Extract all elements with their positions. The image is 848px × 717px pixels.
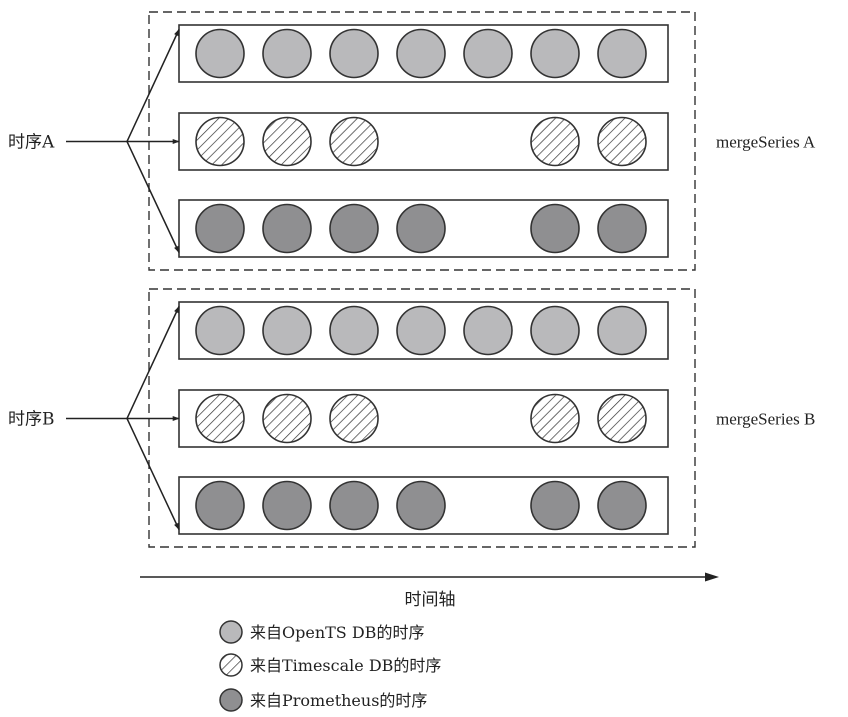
data-point-opents: [262, 305, 312, 356]
legend-label: 来自Prometheus的时序: [250, 691, 427, 710]
data-point-timescale: [597, 116, 647, 167]
data-point-opents: [597, 305, 647, 356]
data-point-prometheus: [329, 480, 379, 531]
data-point-prometheus: [262, 203, 312, 254]
data-point-prometheus: [195, 480, 245, 531]
data-point-timescale: [597, 393, 647, 444]
branch-arrow: [126, 28, 180, 142]
data-point-prometheus: [530, 203, 580, 254]
series-row-prometheus: [178, 199, 669, 258]
series-group: 时序B mergeSeries B: [8, 288, 815, 548]
source-series-label: 时序B: [8, 410, 55, 430]
data-point-opents: [463, 305, 513, 356]
data-point-opents: [329, 305, 379, 356]
series-row-prometheus: [178, 476, 669, 535]
data-point-opents: [396, 305, 446, 356]
data-point-timescale: [530, 393, 580, 444]
series-row-box: [178, 389, 669, 448]
data-point-prometheus: [195, 203, 245, 254]
legend-item-opents: 来自OpenTS DB的时序: [219, 620, 424, 644]
series-row-timescale: [178, 112, 669, 171]
data-point-prometheus: [396, 203, 446, 254]
series-row-opents: [178, 24, 669, 83]
data-point-timescale: [530, 116, 580, 167]
data-point-opents: [195, 28, 245, 79]
data-point-timescale: [262, 116, 312, 167]
data-point-opents: [396, 28, 446, 79]
data-point-prometheus: [597, 480, 647, 531]
series-group: 时序A mergeSeries A: [8, 11, 816, 271]
data-point-timescale: [195, 393, 245, 444]
data-point-timescale: [329, 116, 379, 167]
data-point-prometheus: [597, 203, 647, 254]
merge-series-label: mergeSeries B: [716, 410, 815, 429]
data-point-prometheus: [396, 480, 446, 531]
data-point-prometheus: [262, 480, 312, 531]
data-point-opents: [195, 305, 245, 356]
data-point-opents: [597, 28, 647, 79]
data-point-prometheus: [530, 480, 580, 531]
series-row-opents: [178, 301, 669, 360]
data-point-timescale: [195, 116, 245, 167]
series-row-box: [178, 112, 669, 171]
legend-item-timescale: 来自Timescale DB的时序: [219, 653, 441, 677]
data-point-opents: [262, 28, 312, 79]
source-series-label: 时序A: [8, 133, 55, 153]
branch-arrow: [126, 418, 180, 531]
legend-item-prometheus: 来自Prometheus的时序: [219, 688, 427, 712]
legend-swatch-icon: [219, 653, 243, 677]
branch-arrow: [126, 305, 180, 419]
time-axis-arrowhead: [705, 572, 719, 582]
data-point-opents: [530, 28, 580, 79]
time-axis-label: 时间轴: [405, 590, 456, 610]
data-point-opents: [329, 28, 379, 79]
legend-swatch-icon: [219, 688, 243, 712]
data-point-opents: [463, 28, 513, 79]
data-point-prometheus: [329, 203, 379, 254]
merge-series-label: mergeSeries A: [716, 133, 816, 152]
series-row-timescale: [178, 389, 669, 448]
legend-label: 来自Timescale DB的时序: [250, 656, 441, 675]
data-point-opents: [530, 305, 580, 356]
legend-label: 来自OpenTS DB的时序: [250, 623, 424, 642]
legend-swatch-icon: [219, 620, 243, 644]
data-point-timescale: [329, 393, 379, 444]
branch-arrow: [126, 141, 180, 254]
data-point-timescale: [262, 393, 312, 444]
